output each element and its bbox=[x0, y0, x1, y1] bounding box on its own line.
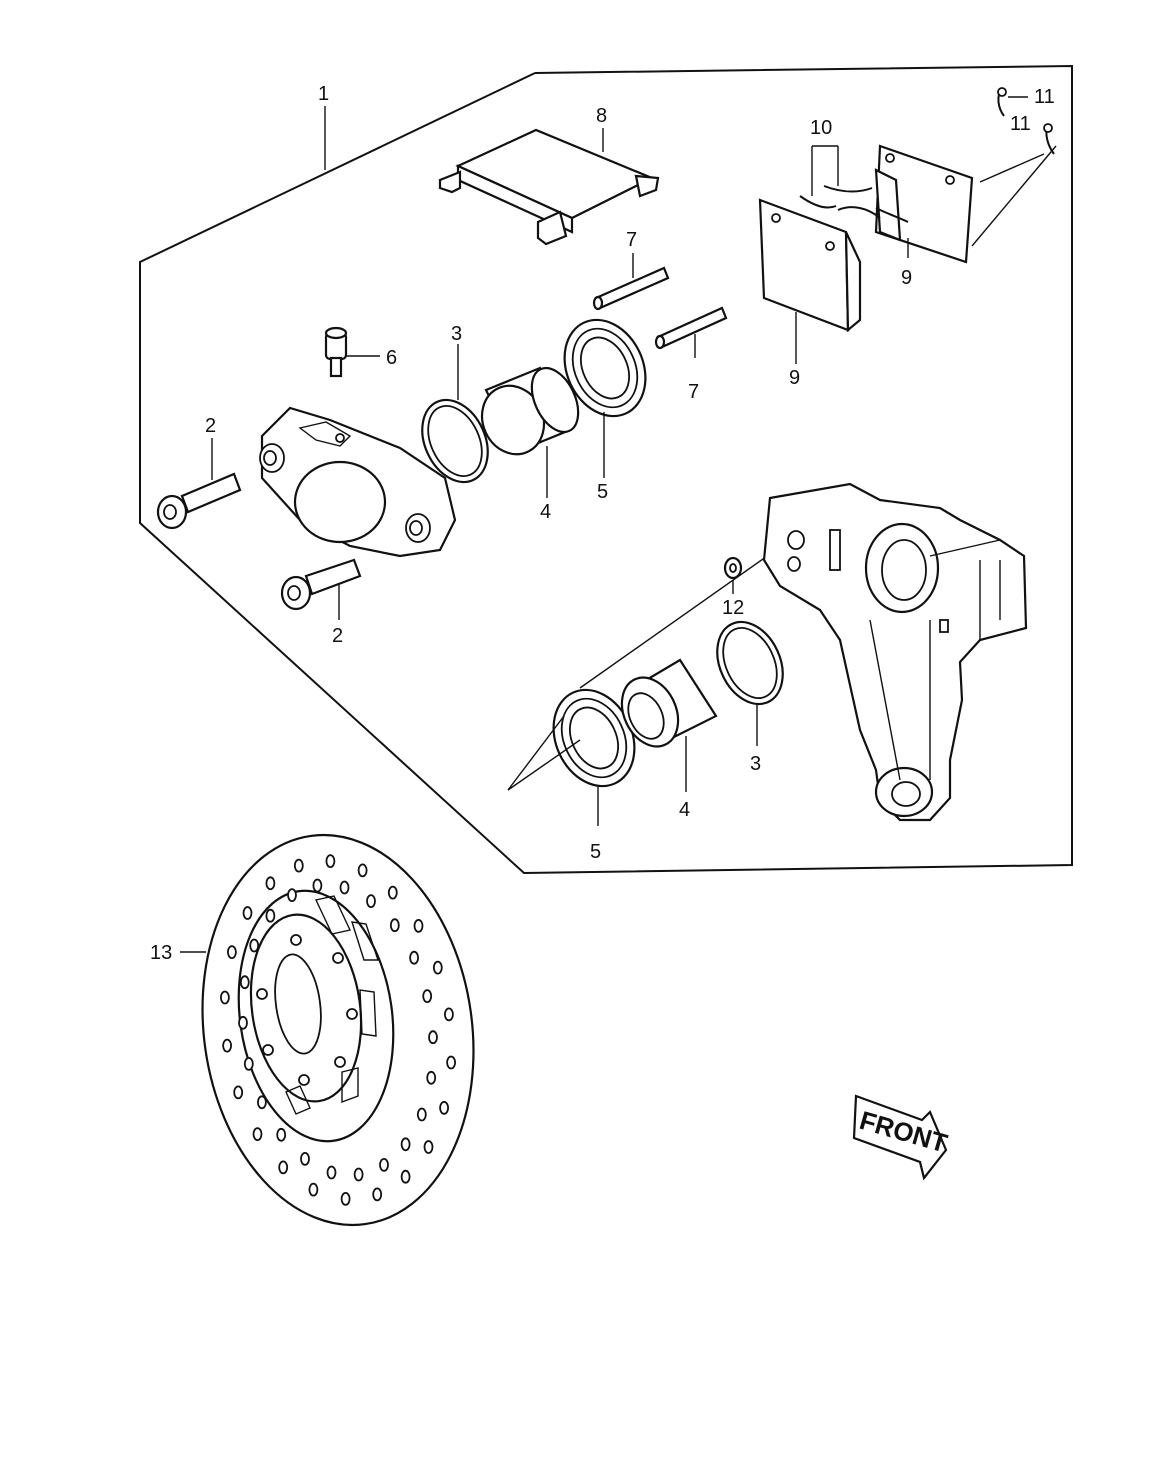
drill-hole bbox=[300, 1152, 310, 1166]
drill-hole bbox=[222, 1038, 233, 1053]
drill-hole bbox=[409, 950, 420, 965]
dust-boot-lower: 5 bbox=[507, 688, 636, 863]
drill-hole bbox=[423, 1140, 434, 1154]
drill-hole bbox=[400, 1137, 411, 1152]
drill-hole bbox=[366, 894, 376, 908]
drill-hole bbox=[439, 1101, 450, 1115]
brake-pad-rear: 9 bbox=[874, 144, 974, 289]
callout-4b-label: 4 bbox=[679, 799, 690, 821]
callout-11b-label: 11 bbox=[1010, 113, 1031, 135]
callout-6-label: 6 bbox=[386, 347, 397, 369]
disc-drill-holes bbox=[219, 854, 457, 1206]
brake-disc: 13 bbox=[150, 833, 475, 1227]
drill-hole bbox=[293, 858, 304, 873]
drill-hole bbox=[387, 885, 398, 900]
callout-11a-label: 11 bbox=[1034, 86, 1055, 108]
washer: 12 bbox=[722, 556, 744, 619]
drill-hole bbox=[446, 1055, 457, 1070]
drill-hole bbox=[413, 919, 424, 933]
drill-hole bbox=[428, 1030, 438, 1045]
drill-hole bbox=[432, 960, 443, 975]
drill-hole bbox=[308, 1182, 319, 1197]
drill-hole bbox=[426, 1070, 437, 1085]
drill-hole bbox=[252, 1127, 263, 1141]
drill-hole bbox=[312, 878, 323, 893]
callout-5a-label: 5 bbox=[597, 481, 608, 503]
drill-hole bbox=[400, 1169, 411, 1184]
callout-2a-label: 2 bbox=[205, 415, 216, 437]
drill-hole bbox=[379, 1158, 389, 1172]
drill-hole bbox=[340, 1192, 351, 1206]
callout-3a-label: 3 bbox=[451, 323, 462, 345]
drill-hole bbox=[353, 1167, 364, 1182]
callout-3b-label: 3 bbox=[750, 753, 761, 775]
caliper-body bbox=[259, 406, 457, 558]
pad-pin-upper: 7 bbox=[592, 229, 670, 311]
drill-hole bbox=[422, 989, 433, 1003]
piston-lower: 4 bbox=[620, 658, 718, 821]
callout-2b-label: 2 bbox=[332, 625, 343, 647]
piston-seal-upper: 3 bbox=[421, 323, 489, 484]
pad-cover-plate: 8 bbox=[438, 105, 660, 246]
callout-1-label: 1 bbox=[318, 83, 329, 105]
callout-7b-label: 7 bbox=[688, 381, 699, 403]
drill-hole bbox=[325, 854, 336, 868]
bleeder-valve: 6 bbox=[324, 326, 397, 378]
drill-hole bbox=[233, 1085, 244, 1100]
piston-upper: 4 bbox=[480, 366, 580, 523]
drill-hole bbox=[239, 975, 250, 990]
pad-pin-clips: 11 11 bbox=[971, 86, 1057, 247]
callout-9b-label: 9 bbox=[901, 267, 912, 289]
drill-hole bbox=[389, 918, 400, 933]
callout-13-label: 13 bbox=[150, 942, 172, 964]
drill-hole bbox=[276, 1127, 287, 1142]
drill-hole bbox=[372, 1187, 383, 1202]
drill-hole bbox=[238, 1015, 248, 1030]
callout-9a-label: 9 bbox=[789, 367, 800, 389]
drill-hole bbox=[242, 906, 253, 920]
drill-hole bbox=[243, 1057, 254, 1071]
leader-line-assembly bbox=[579, 539, 791, 689]
mounting-bolt-upper: 2 bbox=[156, 415, 242, 530]
drill-hole bbox=[357, 863, 368, 878]
drill-hole bbox=[249, 938, 260, 953]
brake-pad-front: 9 bbox=[758, 198, 862, 389]
piston-seal-lower: 3 bbox=[716, 620, 784, 775]
pad-springs: 10 bbox=[799, 117, 909, 223]
callout-1: 1 bbox=[318, 83, 329, 170]
drill-hole bbox=[416, 1107, 427, 1122]
drill-hole bbox=[339, 880, 350, 895]
drill-hole bbox=[256, 1095, 267, 1110]
front-direction-arrow: FRONT bbox=[852, 1094, 951, 1181]
callout-10-label: 10 bbox=[810, 117, 832, 139]
caliper-holder bbox=[762, 482, 1028, 822]
mounting-bolt-lower: 2 bbox=[280, 558, 362, 647]
drill-hole bbox=[287, 888, 297, 902]
drill-hole bbox=[265, 908, 276, 923]
callout-8-label: 8 bbox=[596, 105, 607, 127]
drill-hole bbox=[219, 990, 230, 1005]
drill-hole bbox=[326, 1165, 337, 1180]
drill-hole bbox=[265, 876, 276, 891]
pad-pin-lower: 7 bbox=[654, 306, 728, 403]
drill-hole bbox=[278, 1160, 289, 1175]
drill-hole bbox=[443, 1007, 454, 1022]
callout-5b-label: 5 bbox=[590, 841, 601, 863]
callout-7a-label: 7 bbox=[626, 229, 637, 251]
callout-4a-label: 4 bbox=[540, 501, 551, 523]
callout-12-label: 12 bbox=[722, 597, 744, 619]
dust-boot-upper: 5 bbox=[563, 318, 647, 503]
assembly-boundary bbox=[139, 64, 1073, 875]
drill-hole bbox=[226, 945, 237, 959]
